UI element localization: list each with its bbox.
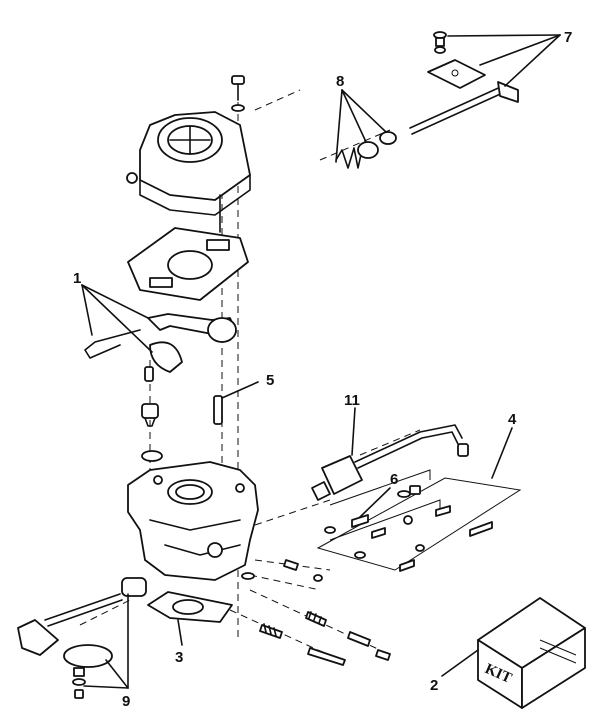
carburetor-body	[127, 461, 259, 581]
callout-6: 6	[390, 471, 398, 488]
fuel-shutoff-solenoid	[311, 424, 469, 501]
screw-1	[347, 631, 371, 647]
callout-11: 11	[344, 392, 360, 409]
seat-gasket	[141, 450, 163, 462]
leader-lines	[81, 34, 561, 689]
small-washer	[241, 572, 255, 580]
choke-washer	[379, 131, 397, 145]
callout-2: 2	[430, 677, 438, 694]
choke-shaft-assembly	[409, 31, 519, 135]
throttle-shaft-assembly	[17, 577, 147, 699]
float-needle	[144, 366, 154, 382]
callout-8: 8	[336, 73, 344, 90]
screw-2	[375, 649, 391, 661]
needle-seat	[141, 403, 159, 427]
choke-retainer	[357, 141, 379, 159]
fuel-pipe	[283, 559, 323, 582]
choke-spring	[335, 147, 363, 169]
repair-kit-panel	[316, 469, 522, 572]
callout-9: 9	[122, 693, 130, 710]
callout-7: 7	[564, 29, 572, 46]
screw-spring-1	[305, 611, 327, 627]
kit-box: KIT	[477, 597, 586, 709]
main-jet	[213, 395, 223, 425]
top-gasket	[127, 227, 249, 301]
idle-speed-screw	[307, 647, 346, 666]
callout-5: 5	[266, 372, 274, 389]
callout-1: 1	[73, 270, 81, 287]
top-screw	[231, 75, 245, 112]
float-assembly	[84, 313, 237, 373]
idle-mixture-screw	[259, 623, 283, 639]
callout-4: 4	[508, 411, 517, 428]
carburetor-top-cover	[126, 111, 251, 216]
flange-gasket	[147, 591, 233, 623]
callout-numbers: 1 2 3 4 5 6 7 8 9 11	[73, 29, 572, 710]
callout-3: 3	[175, 649, 183, 666]
